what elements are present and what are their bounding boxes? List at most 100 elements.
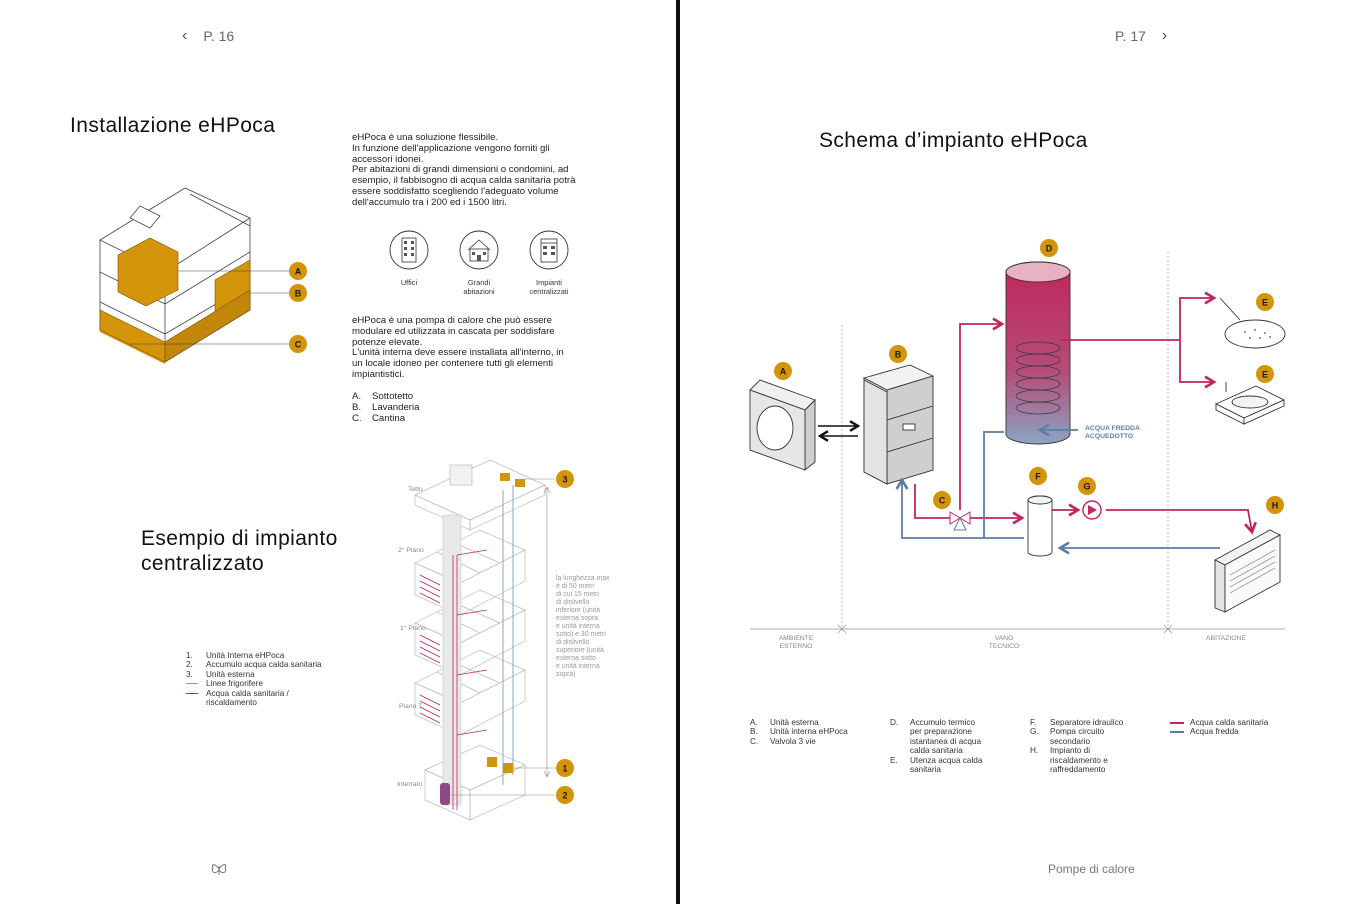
list-item: E.Utenza acqua calda [890, 755, 983, 765]
list-item: H.Impianto di [1030, 746, 1091, 756]
svg-text:2: 2 [562, 791, 567, 801]
svg-text:ACQUEDOTTO: ACQUEDOTTO [1085, 433, 1133, 440]
next-page-chevron-icon[interactable]: › [1161, 27, 1168, 44]
list-item: secondario [1050, 736, 1091, 746]
schema-legend-lines: Acqua calda sanitaria Acqua fredda [1170, 718, 1268, 737]
hot-water-line-swatch [1170, 722, 1184, 724]
house-icon [459, 230, 499, 270]
svg-text:E: E [1262, 370, 1268, 380]
list-item: A.Unità esterna [750, 718, 819, 727]
section-title-schema: Schema d’impianto eHPoca [819, 129, 1088, 152]
list-item: riscaldamento e [1050, 755, 1108, 765]
svg-text:VANO: VANO [995, 635, 1014, 642]
page-number-left: ‹ P. 16 [182, 27, 234, 45]
list-item: G.Pompa circuito [1030, 727, 1105, 737]
list-item: A.Sottotetto [352, 391, 414, 402]
list-item: Acqua calda sanitaria [1170, 718, 1268, 727]
svg-text:Interrato: Interrato [397, 781, 423, 788]
svg-text:AMBIENTE: AMBIENTE [779, 635, 814, 642]
usage-icon-grandi-abitazioni: Grandi abitazioni [452, 230, 506, 296]
svg-text:C: C [939, 496, 946, 506]
outdoor-unit-A [749, 379, 816, 471]
numbered-legend: 1.Unità Interna eHPoca 2.Accumulo acqua … [186, 651, 322, 707]
svg-text:2° Piano: 2° Piano [398, 546, 424, 554]
shower-E [1219, 297, 1286, 349]
zone-labels: AMBIENTE ESTERNO VANO TECNICO ABITAZIONE [779, 635, 1247, 650]
list-item: Linee frigorifere [186, 679, 322, 688]
storage-tank-D [1005, 261, 1071, 445]
book-spine-divider [676, 0, 680, 904]
svg-text:B: B [895, 350, 902, 360]
list-item: raffreddamento [1050, 765, 1106, 775]
svg-text:C: C [295, 340, 302, 350]
list-item: istantanea di acqua [910, 736, 982, 746]
cold-water-line-swatch [1170, 731, 1184, 734]
list-item: riscaldamento [206, 698, 257, 708]
office-building-icon [389, 230, 429, 270]
apartment-block-icon [529, 230, 569, 270]
page-label: P. 17 [1115, 28, 1146, 44]
usage-icons-row: Uffici Grandi abitazioni Impianti centra… [382, 230, 576, 296]
list-item: Acqua calda sanitaria / [186, 689, 322, 698]
usage-icon-impianti-centralizzati: Impianti centralizzati [522, 230, 576, 296]
schema-legend-col3: F.Separatore idraulico G.Pompa circuito … [1030, 718, 1123, 774]
svg-text:Piano T.: Piano T. [399, 703, 424, 710]
abc-list: A.Sottotetto B.Lavanderia C.Cantina [352, 391, 420, 424]
list-item: 3.Unità esterna [186, 669, 255, 679]
fan-coil-H [1214, 529, 1281, 613]
list-item: C.Valvola 3 vie [750, 736, 816, 746]
list-item: B.Lavanderia [352, 401, 420, 413]
circulation-pump-G [1082, 500, 1102, 520]
list-item: 2.Accumulo acqua calda sanitaria [186, 660, 322, 670]
page-number-right: P. 17 › [1115, 27, 1167, 45]
butterfly-logo-icon [211, 864, 227, 875]
svg-text:Tetto: Tetto [408, 486, 423, 493]
svg-text:H: H [1272, 501, 1279, 511]
svg-text:A: A [295, 267, 302, 277]
schema-legend-col1: A.Unità esterna B.Unità interna eHPoca C… [750, 718, 848, 746]
svg-text:E: E [1262, 298, 1268, 308]
usage-icon-uffici: Uffici [382, 230, 436, 296]
svg-text:F: F [1035, 472, 1041, 482]
section-title-installazione: Installazione eHPoca [70, 114, 276, 137]
svg-text:B: B [295, 289, 302, 299]
page-label: P. 16 [203, 28, 235, 44]
schema-legend-col2: D.Accumulo termico per preparazione ista… [890, 718, 982, 774]
svg-text:ABITAZIONE: ABITAZIONE [1206, 635, 1246, 642]
body-paragraph: eHPoca è una pompa di calore che può ess… [352, 315, 564, 380]
list-item: 1.Unità Interna eHPoca [186, 651, 285, 660]
svg-text:1° Piano: 1° Piano [400, 624, 426, 632]
list-item: calda sanitaria [910, 746, 963, 756]
three-way-valve-C [949, 511, 971, 531]
svg-text:1: 1 [562, 764, 567, 774]
list-item: F.Separatore idraulico [1030, 718, 1124, 727]
right-page: P. 17 › Schema d’impianto eHPoca [680, 0, 1356, 904]
blue-line-swatch [186, 683, 198, 685]
building-isometric-diagram: 3 1 2 Tetto 2° Piano 1° Piano Piano T. I… [397, 459, 574, 821]
svg-text:ESTERNO: ESTERNO [780, 643, 813, 650]
list-item: C.Cantina [352, 412, 406, 424]
intro-paragraph: eHPoca è una soluzione flessibile. In fu… [352, 132, 576, 208]
list-item: D.Accumulo termico [890, 718, 976, 727]
footer-section-name: Pompe di calore [1048, 862, 1135, 876]
svg-text:TECNICO: TECNICO [989, 643, 1020, 650]
cold-water-label: ACQUA FREDDA ACQUEDOTTO [1085, 425, 1140, 440]
list-item: per preparazione [910, 727, 972, 737]
left-page: ‹ P. 16 Installazione eHPoca A B C [0, 0, 676, 904]
schema-badges: A B C D E E F G H [774, 239, 1284, 514]
list-item: sanitaria [910, 765, 941, 775]
building-badges: 3 1 2 [556, 470, 574, 804]
section-title-esempio: Esempio di impianto centralizzato [141, 527, 338, 575]
svg-text:3: 3 [562, 475, 567, 485]
washbasin-E [1214, 382, 1286, 425]
red-line-swatch [186, 692, 198, 694]
svg-text:ACQUA FREDDA: ACQUA FREDDA [1085, 425, 1140, 432]
list-item: B.Unità interna eHPoca [750, 727, 848, 737]
house-badges: A B C [289, 262, 307, 353]
svg-text:D: D [1046, 244, 1053, 254]
svg-text:A: A [780, 367, 787, 377]
house-isometric-diagram: A B C [99, 187, 307, 364]
prev-page-chevron-icon[interactable]: ‹ [182, 27, 188, 44]
indoor-unit-B [862, 364, 935, 485]
